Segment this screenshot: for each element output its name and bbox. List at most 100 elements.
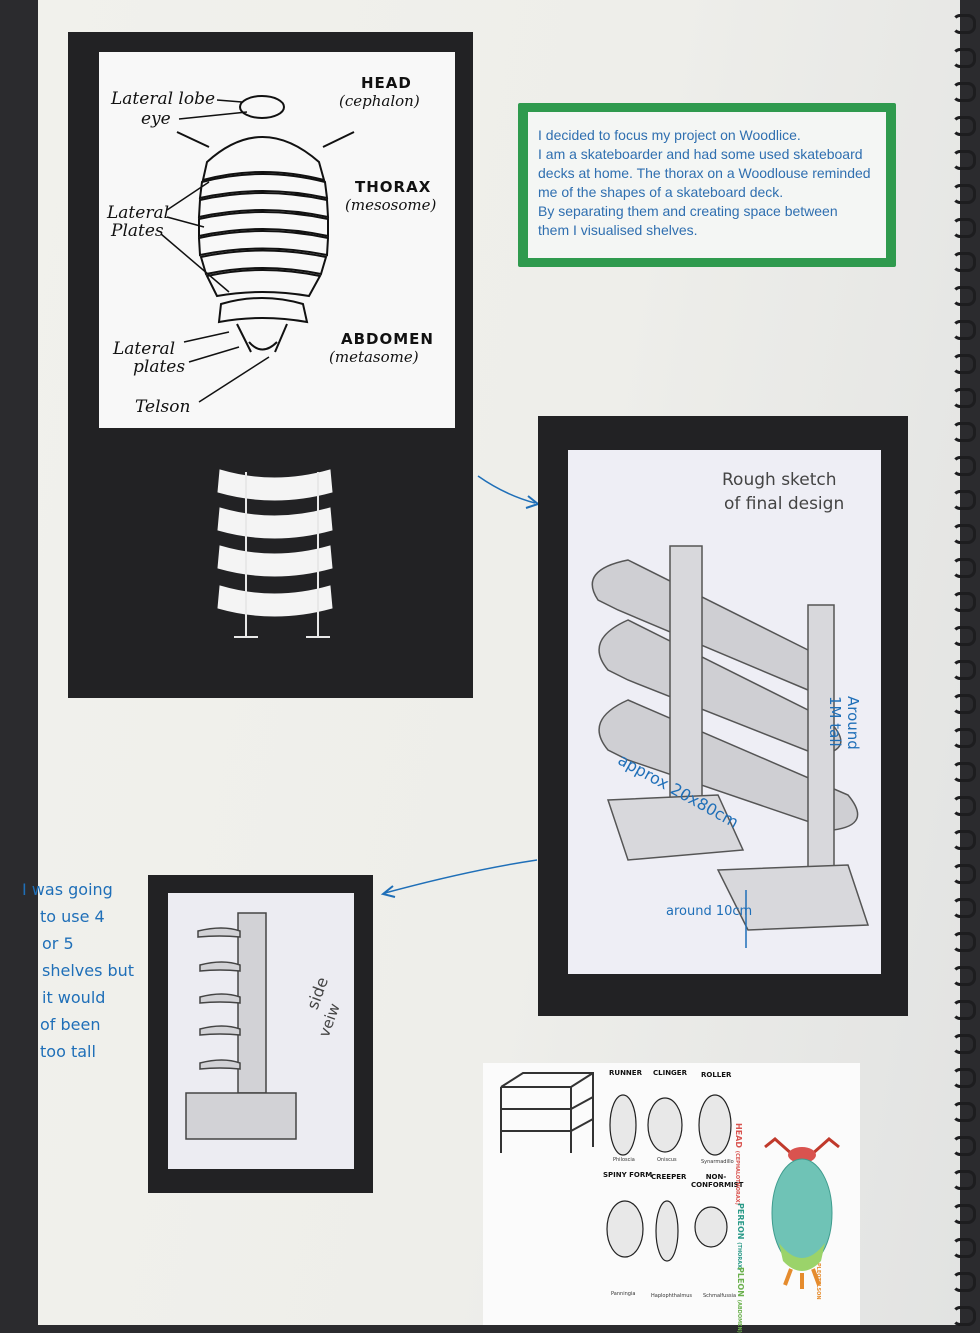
spiral-ring bbox=[952, 184, 976, 204]
label-head-vertical: HEAD (CEPHALOTHORAX) bbox=[734, 1123, 743, 1205]
spiral-ring bbox=[952, 1272, 976, 1292]
label-lateral-lobe: Lateral lobe bbox=[111, 89, 216, 109]
side-note-line: to use 4 bbox=[40, 907, 105, 926]
label-thorax-sub: (mesosome) bbox=[345, 196, 437, 214]
form-label: SPINY FORM bbox=[603, 1171, 653, 1179]
label-lateral-plates-1: Lateral bbox=[107, 203, 170, 223]
note-line: I decided to focus my project on Woodlic… bbox=[538, 127, 801, 143]
main-sketch: Rough sketch of final design approx 20x8… bbox=[568, 450, 881, 974]
spiral-ring bbox=[952, 864, 976, 884]
note-line: me of the shapes of a skateboard deck. bbox=[538, 184, 784, 200]
species-label: Oniscus bbox=[657, 1157, 677, 1163]
spiral-ring bbox=[952, 524, 976, 544]
spiral-ring bbox=[952, 116, 976, 136]
side-note-line: of been bbox=[40, 1015, 101, 1034]
spiral-ring bbox=[952, 932, 976, 952]
spiral-ring bbox=[952, 354, 976, 374]
spiral-ring bbox=[952, 218, 976, 238]
label-lateral-plates-2: Lateral bbox=[113, 339, 176, 359]
spiral-ring bbox=[952, 966, 976, 986]
spiral-ring bbox=[952, 286, 976, 306]
project-note: I decided to focus my project on Woodlic… bbox=[518, 103, 896, 267]
spiral-ring bbox=[952, 456, 976, 476]
head-text: HEAD bbox=[734, 1123, 743, 1148]
note-line: them I visualised shelves. bbox=[538, 222, 698, 238]
segment-shelves-illustration bbox=[217, 469, 333, 638]
woodlouse-diagram bbox=[160, 95, 355, 403]
label-lateral-plates-1b: Plates bbox=[111, 221, 164, 241]
spiral-ring bbox=[952, 320, 976, 340]
spiral-ring bbox=[952, 252, 976, 272]
woodlouse-infographic: RUNNER CLINGER ROLLER SPINY FORM CREEPER… bbox=[483, 1063, 860, 1333]
form-label: ROLLER bbox=[701, 1071, 732, 1079]
dimension-base: around 10cm bbox=[666, 904, 753, 919]
dimension-height: Around 1M tall bbox=[826, 696, 862, 750]
anatomy-diagram: Lateral lobe eye Lateral Plates Lateral … bbox=[99, 52, 455, 428]
spiral-ring bbox=[952, 592, 976, 612]
spiral-ring bbox=[952, 14, 976, 34]
side-view-drawing bbox=[185, 912, 297, 1140]
spiral-ring bbox=[952, 898, 976, 918]
shoe-rack-icon bbox=[500, 1072, 594, 1153]
label-head-sub: (cephalon) bbox=[339, 92, 420, 110]
side-note-line: or 5 bbox=[42, 934, 74, 953]
side-note-line: too tall bbox=[40, 1042, 96, 1061]
shelf-sketch-drawing bbox=[591, 545, 870, 948]
side-note: I was going to use 4 or 5 shelves but it… bbox=[22, 876, 142, 1065]
spiral-ring bbox=[952, 1306, 976, 1326]
spiral-ring bbox=[952, 1034, 976, 1054]
spiral-ring bbox=[952, 150, 976, 170]
label-eye: eye bbox=[141, 109, 171, 129]
form-label: CREEPER bbox=[651, 1173, 687, 1181]
side-note-line: I was going bbox=[22, 880, 113, 899]
species-label: Haplophthalmus bbox=[651, 1293, 693, 1299]
label-lateral-plates-2b: plates bbox=[133, 357, 186, 377]
label-abdomen: ABDOMEN bbox=[341, 330, 434, 348]
side-view-sketch: side veiw bbox=[168, 893, 354, 1169]
spiral-ring bbox=[952, 1204, 976, 1224]
label-pereon-vertical: PEREON (THORAX) bbox=[736, 1203, 745, 1270]
spiral-ring bbox=[952, 796, 976, 816]
sketch-title-line1: Rough sketch bbox=[722, 470, 837, 490]
pereon-text: PEREON bbox=[736, 1203, 745, 1240]
spiral-ring bbox=[952, 694, 976, 714]
label-head: HEAD bbox=[361, 74, 412, 92]
sketch-title-line2: of final design bbox=[724, 494, 845, 514]
form-label: NON-CONFORMIST bbox=[691, 1173, 744, 1189]
spiral-ring bbox=[952, 1170, 976, 1190]
spiral-ring bbox=[952, 1136, 976, 1156]
spiral-ring bbox=[952, 1238, 976, 1258]
label-pleon-vertical: PLEON (ABDOMEN) bbox=[736, 1267, 745, 1333]
spiral-ring bbox=[952, 1000, 976, 1020]
spiral-ring bbox=[952, 830, 976, 850]
species-label: Panningia bbox=[611, 1291, 636, 1297]
spiral-ring bbox=[952, 626, 976, 646]
spiral-ring bbox=[952, 660, 976, 680]
spiral-ring bbox=[952, 82, 976, 102]
form-label: CLINGER bbox=[653, 1069, 687, 1077]
side-note-line: it would bbox=[42, 988, 106, 1007]
spiral-ring bbox=[952, 1102, 976, 1122]
head-sub-text: (CEPHALOTHORAX) bbox=[734, 1150, 740, 1205]
form-label: RUNNER bbox=[609, 1069, 642, 1077]
note-line: decks at home. The thorax on a Woodlouse… bbox=[538, 165, 871, 181]
label-telson: Telson bbox=[135, 397, 191, 417]
side-note-line: shelves but bbox=[42, 961, 135, 980]
label-abdomen-sub: (metasome) bbox=[329, 348, 419, 366]
note-line: I am a skateboarder and had some used sk… bbox=[538, 146, 863, 162]
spiral-ring bbox=[952, 762, 976, 782]
pleon-text: PLEON bbox=[736, 1267, 745, 1297]
spiral-ring bbox=[952, 1068, 976, 1088]
spiral-binding bbox=[952, 0, 980, 1326]
spiral-ring bbox=[952, 728, 976, 748]
spiral-ring bbox=[952, 490, 976, 510]
species-label: Schmalfussia bbox=[703, 1293, 737, 1299]
woodlouse-forms-icons bbox=[606, 1094, 732, 1262]
spiral-ring bbox=[952, 48, 976, 68]
species-label: Synarmadillo bbox=[701, 1159, 734, 1165]
colored-woodlouse-icon bbox=[764, 1137, 840, 1289]
spiral-ring bbox=[952, 388, 976, 408]
label-thorax: THORAX bbox=[355, 178, 432, 196]
note-line: By separating them and creating space be… bbox=[538, 203, 838, 219]
pleon-sub-text: (ABDOMEN) bbox=[736, 1299, 742, 1333]
